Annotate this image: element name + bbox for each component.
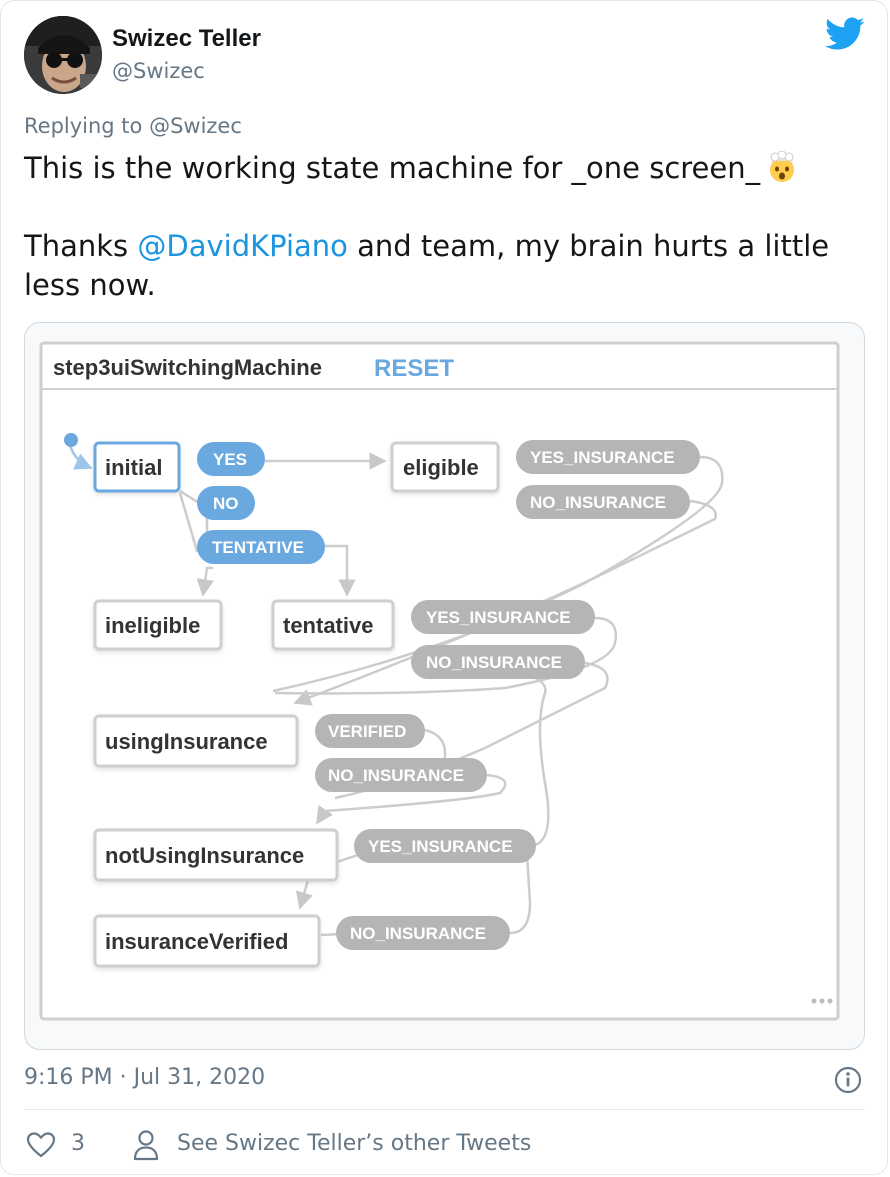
avatar[interactable] [24,16,102,94]
machine-name: step3uiSwitchingMachine [53,355,322,380]
heart-icon[interactable] [26,1131,56,1159]
event-tentative-yes-insurance-label: YES_INSURANCE [426,608,571,627]
state-usingInsurance-label: usingInsurance [105,729,268,754]
tweet-line-2: Thanks @DavidKPiano and team, my brain h… [24,227,864,305]
state-tentative[interactable]: tentative [271,599,395,651]
like-count[interactable]: 3 [71,1131,85,1156]
event-yes[interactable]: YES [197,442,265,476]
edge-verified-no [509,852,532,935]
author-display-name[interactable]: Swizec Teller [112,25,261,52]
event-notusing-yes-insurance[interactable]: YES_INSURANCE [354,829,536,863]
tweet-text: This is the working state machine for _o… [24,149,864,305]
reset-button[interactable]: RESET [374,355,454,382]
event-verified[interactable]: VERIFIED [315,714,425,748]
event-tentative-label: TENTATIVE [212,538,304,557]
event-yes-label: YES [213,450,247,469]
event-verified-no-insurance-label: NO_INSURANCE [350,924,486,943]
tweet-line-1: This is the working state machine for _o… [24,149,864,188]
state-notUsingInsurance-label: notUsingInsurance [105,843,304,868]
reply-context[interactable]: Replying to @Swizec [24,114,242,138]
info-icon[interactable] [833,1065,863,1095]
event-tentative-no-insurance[interactable]: NO_INSURANCE [411,645,585,679]
edge-eligible-yes [272,455,724,693]
state-eligible-label: eligible [403,455,479,480]
state-machine-diagram: step3uiSwitchingMachine RESET [39,341,840,1021]
event-using-no-insurance-label: NO_INSURANCE [328,766,464,785]
mention-link[interactable]: @DavidKPiano [137,229,348,263]
event-no[interactable]: NO [197,486,255,520]
initial-state-marker [64,433,78,447]
edge-no-to-ineligible [196,566,214,597]
avatar-image [24,16,102,94]
event-notusing-yes-insurance-label: YES_INSURANCE [368,837,513,856]
tweet-line-2-prefix: Thanks [24,229,138,263]
author-handle[interactable]: @Swizec [112,59,205,83]
event-verified-label: VERIFIED [328,722,406,741]
divider [24,1109,865,1110]
edge-verified [424,728,447,768]
state-insuranceVerified[interactable]: insuranceVerified [93,914,321,968]
media-card[interactable]: step3uiSwitchingMachine RESET [24,322,865,1050]
transition-edges [67,438,724,937]
event-eligible-yes-insurance-label: YES_INSURANCE [530,448,675,467]
tweet-line-1-text: This is the working state machine for _o… [24,151,761,185]
state-usingInsurance[interactable]: usingInsurance [93,714,299,768]
event-verified-no-insurance[interactable]: NO_INSURANCE [336,916,510,950]
exploding-head-emoji-icon [770,151,795,182]
edge-using-no [315,773,507,825]
event-eligible-no-insurance[interactable]: NO_INSURANCE [516,485,690,519]
edge-tentative-yes [274,616,618,695]
state-initial-label: initial [105,455,162,480]
event-eligible-yes-insurance[interactable]: YES_INSURANCE [516,440,700,474]
event-tentative-yes-insurance[interactable]: YES_INSURANCE [411,600,595,634]
more-options-icon[interactable] [811,998,833,1004]
tweet-timestamp[interactable]: 9:16 PM · Jul 31, 2020 [24,1065,266,1090]
edge-tentative [325,544,356,597]
tweet-line-2-suffix: and team, my brain hurts a little less n… [24,229,830,302]
state-initial[interactable]: initial [93,441,181,493]
person-icon [133,1130,159,1161]
state-ineligible[interactable]: ineligible [93,599,223,651]
other-tweets-link[interactable]: See Swizec Teller’s other Tweets [177,1131,532,1156]
event-tentative[interactable]: TENTATIVE [197,530,325,564]
state-eligible[interactable]: eligible [390,441,500,493]
event-eligible-no-insurance-label: NO_INSURANCE [530,493,666,512]
state-notUsingInsurance[interactable]: notUsingInsurance [93,828,339,882]
state-tentative-label: tentative [283,613,373,638]
event-using-no-insurance[interactable]: NO_INSURANCE [315,758,487,792]
state-insuranceVerified-label: insuranceVerified [105,929,288,954]
state-ineligible-label: ineligible [105,613,200,638]
event-tentative-no-insurance-label: NO_INSURANCE [426,653,562,672]
event-no-label: NO [213,494,239,513]
twitter-bird-icon[interactable] [825,17,865,51]
edge-eligible-no [293,499,717,706]
